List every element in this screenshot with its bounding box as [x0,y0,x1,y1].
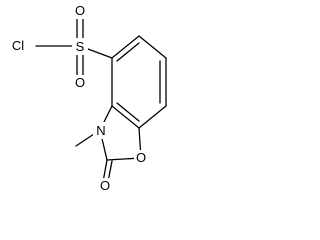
benzene-ring [111,35,167,129]
bond-c4-c5 [111,35,140,59]
bond-c5-c6 [138,35,167,59]
bond-c4-c5-double [116,42,140,62]
atom-label-sulfonyl-oxygen-bottom: O [75,75,85,90]
bond-c7a-c3a [111,105,140,129]
atom-label-carbonyl-oxygen: O [100,178,110,193]
atom-label-ring-oxygen: O [136,150,146,165]
bond-c7-c7a [138,105,167,129]
atom-labels: S O O Cl N O O [3,3,150,193]
structure-diagram: S O O Cl N O O [3,3,167,193]
atom-label-sulfonyl-oxygen-top: O [75,3,85,18]
bond-c7a-c3a-double [116,102,140,122]
atom-label-sulfur: S [76,39,85,54]
atom-label-chlorine: Cl [12,38,24,53]
atom-label-ring-nitrogen: N [96,123,105,138]
oxazolone-ring [75,105,142,183]
